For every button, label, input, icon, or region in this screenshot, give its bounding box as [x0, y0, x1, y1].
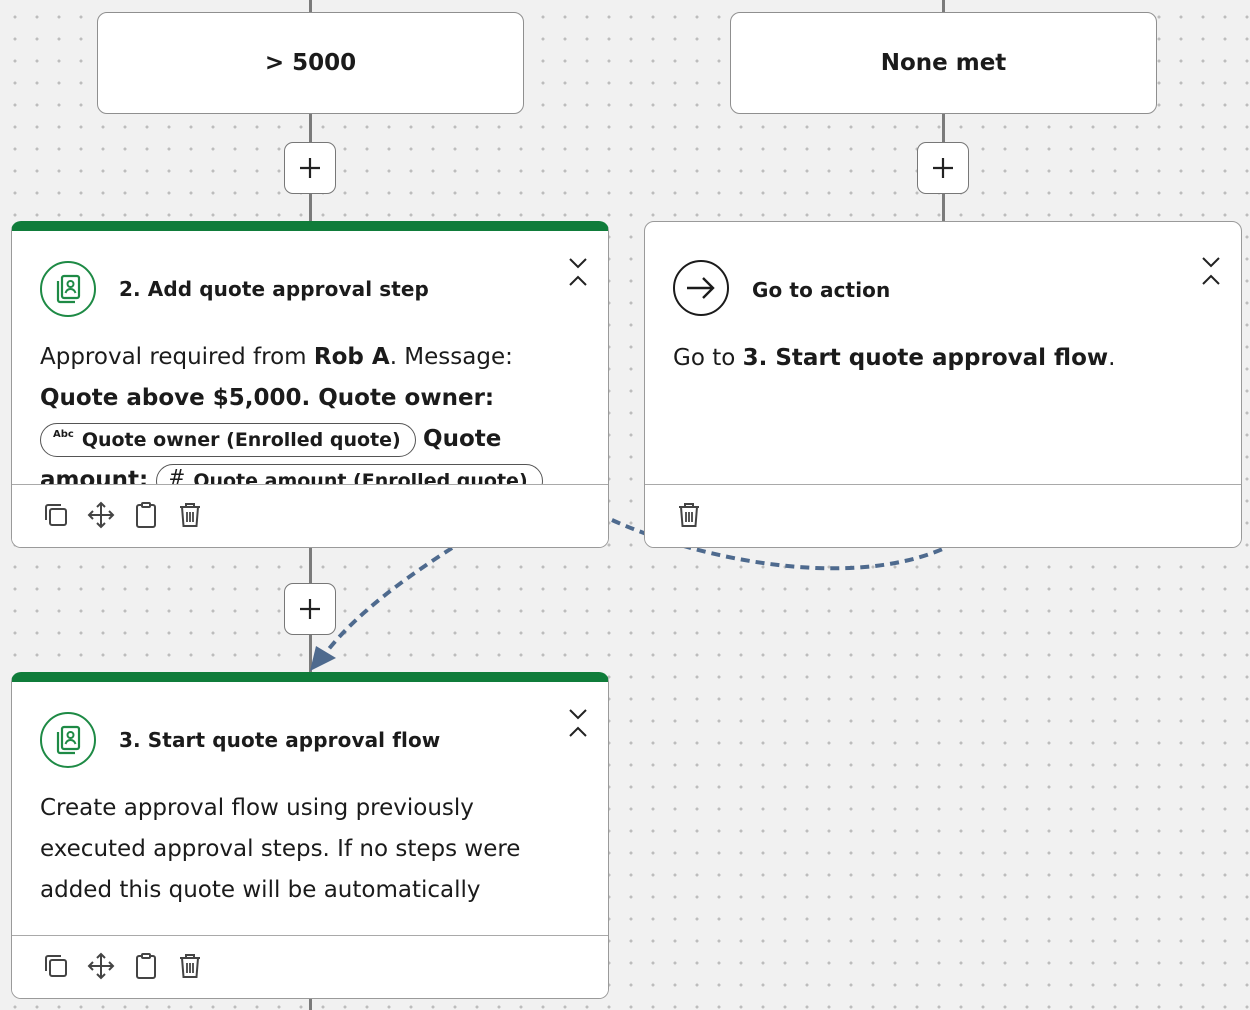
branch-box-gt-5000[interactable]: > 5000 — [97, 12, 524, 114]
token-chip-quote-amount[interactable]: #Quote amount (Enrolled quote) — [155, 463, 543, 485]
card-description: Go to 3. Start quote approval flow. — [673, 345, 1116, 371]
action-card-add-quote-approval-step[interactable]: 2. Add quote approval step Approval requ… — [11, 221, 609, 548]
card-description: Approval required from Rob A. Message: Q… — [40, 337, 582, 485]
plus-icon — [933, 158, 953, 178]
action-card-start-quote-approval-flow[interactable]: 3. Start quote approval flow Create appr… — [11, 672, 609, 999]
text-type-icon: Abc — [53, 428, 74, 440]
collapse-toggle-icon[interactable] — [567, 706, 589, 742]
add-action-button[interactable] — [284, 583, 336, 635]
card-title: 2. Add quote approval step — [119, 277, 429, 301]
arrow-right-circle-icon — [673, 260, 729, 316]
approval-document-icon — [40, 261, 96, 317]
card-title: Go to action — [752, 278, 891, 302]
clipboard-icon[interactable] — [132, 501, 160, 529]
branch-label: None met — [880, 50, 1007, 76]
add-action-button[interactable] — [284, 142, 336, 194]
goto-connector-curve — [611, 518, 946, 571]
connector-line — [942, 0, 945, 14]
goto-connector-arrow-line — [326, 546, 454, 652]
trash-icon[interactable] — [176, 501, 204, 529]
approval-document-icon — [40, 712, 96, 768]
number-type-icon: # — [168, 464, 186, 486]
goto-target: 3. Start quote approval flow — [742, 345, 1109, 371]
card-description: Create approval flow using previously ex… — [40, 795, 521, 903]
add-action-button[interactable] — [917, 142, 969, 194]
branch-label: > 5000 — [264, 50, 357, 76]
message-continuation: Quote amount: — [40, 426, 502, 485]
connector-line — [309, 0, 312, 14]
clipboard-icon[interactable] — [132, 952, 160, 980]
connector-line — [309, 997, 312, 1010]
card-footer-toolbar — [12, 935, 608, 998]
approval-message: Quote above $5,000. Quote owner: — [40, 385, 495, 411]
card-footer-toolbar — [12, 484, 608, 547]
plus-icon — [300, 599, 320, 619]
action-card-go-to-action[interactable]: Go to action Go to 3. Start quote approv… — [644, 221, 1242, 548]
trash-icon[interactable] — [176, 952, 204, 980]
copy-icon[interactable] — [42, 501, 70, 529]
card-title: 3. Start quote approval flow — [119, 728, 441, 752]
approver-name: Rob A — [313, 344, 390, 370]
move-icon[interactable] — [87, 501, 115, 529]
collapse-toggle-icon[interactable] — [567, 255, 589, 291]
branch-box-none-met[interactable]: None met — [730, 12, 1157, 114]
collapse-toggle-icon[interactable] — [1200, 254, 1222, 290]
trash-icon[interactable] — [675, 501, 703, 529]
move-icon[interactable] — [87, 952, 115, 980]
card-footer-toolbar — [645, 484, 1241, 547]
goto-connector-arrowhead — [310, 646, 336, 671]
plus-icon — [300, 158, 320, 178]
copy-icon[interactable] — [42, 952, 70, 980]
